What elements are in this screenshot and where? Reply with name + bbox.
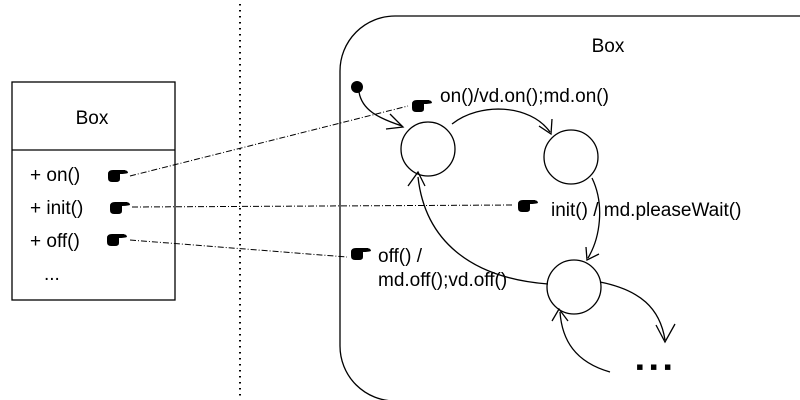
transition-on-to-waiting: [587, 177, 601, 259]
state-off: [400, 121, 456, 177]
class-box-ellipsis: ...: [44, 264, 60, 285]
transition-waiting-self-out-arrowhead: [655, 323, 676, 344]
state-machine: Box on()/vd.on();md.on() init() / md.ple…: [339, 15, 800, 400]
trace-line-on: [129, 105, 409, 177]
transition-on-to-waiting-arrowhead: [585, 246, 600, 262]
transition-off-to-on: [451, 108, 551, 133]
class-box-title: Box: [76, 108, 109, 129]
label-off-transition-line1: off() /: [378, 246, 423, 267]
transition-waiting-self-out: [599, 281, 666, 341]
state-on: [543, 129, 599, 185]
initial-transition-arrowhead: [385, 113, 405, 130]
trace-line-init: [131, 204, 515, 208]
transition-off-to-on-arrowhead: [538, 118, 553, 136]
initial-transition: [358, 91, 403, 127]
label-off-transition-line2: md.off();vd.off(): [378, 270, 507, 291]
state-machine-frame: [339, 15, 800, 400]
method-off: + off(): [30, 231, 80, 252]
transition-waiting-to-off: [417, 176, 549, 285]
state-machine-ellipsis: ▪ ▪ ▪: [636, 354, 672, 379]
method-on: + on(): [30, 165, 80, 186]
method-init: + init(): [30, 198, 83, 219]
initial-state: [351, 81, 363, 93]
transition-return-loop-arrowhead: [551, 307, 569, 322]
label-on-transition: on()/vd.on();md.on(): [440, 86, 609, 107]
class-box-frame: [11, 81, 176, 301]
transition-return-loop: [559, 311, 611, 373]
transition-waiting-to-off-arrowhead: [407, 170, 426, 187]
label-init-transition: init() / md.pleaseWait(): [551, 200, 741, 221]
trace-line-off: [129, 239, 348, 258]
state-waiting: [546, 259, 602, 315]
state-machine-title: Box: [592, 36, 625, 57]
class-box: Box + on() + init() + off() ...: [11, 81, 176, 301]
